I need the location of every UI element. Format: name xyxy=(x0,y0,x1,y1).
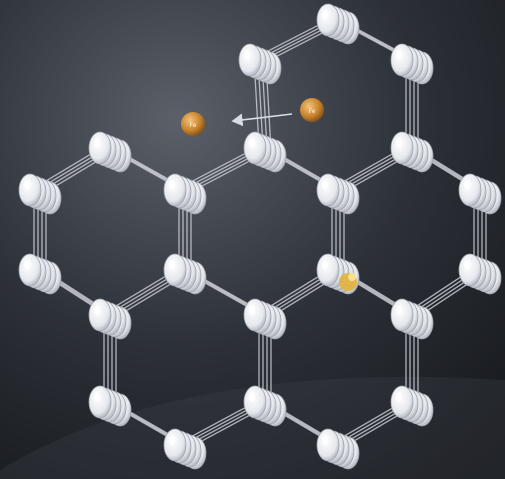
atom-disc xyxy=(390,43,414,77)
fe-atom-left: Fe xyxy=(181,112,205,136)
atom-disc-highlight xyxy=(169,435,175,445)
atom-disc xyxy=(316,253,340,287)
fe-atom-label: Fe xyxy=(309,108,316,115)
atom-disc-highlight xyxy=(464,260,470,270)
atom-disc-highlight xyxy=(249,305,255,315)
carbon-atom-stack xyxy=(243,385,287,427)
atom-disc-highlight xyxy=(244,50,250,60)
atom-disc xyxy=(88,385,112,419)
atom-disc xyxy=(243,385,267,419)
carbon-atom-stack xyxy=(88,131,132,173)
atom-disc xyxy=(316,428,340,462)
carbon-atom-stack xyxy=(238,43,282,85)
carbon-atom-stack xyxy=(18,173,62,215)
carbon-atom-stack xyxy=(458,253,502,295)
fe-atom-sphere xyxy=(181,112,205,136)
atom-disc xyxy=(238,43,262,77)
atom-disc-highlight xyxy=(249,392,255,402)
carbon-atom-stack xyxy=(163,428,207,470)
carbon-atom-stack xyxy=(163,173,207,215)
carbon-atom-stack xyxy=(163,253,207,295)
carbon-atom-stack xyxy=(88,298,132,340)
atom-disc xyxy=(243,298,267,332)
atom-disc-highlight xyxy=(322,435,328,445)
dopant-atom-highlight xyxy=(348,273,356,281)
atom-disc xyxy=(18,173,42,207)
carbon-atom-stack xyxy=(243,131,287,173)
carbon-atom-stack xyxy=(88,385,132,427)
carbon-atom-stack xyxy=(316,173,360,215)
carbon-atom-stack xyxy=(316,3,360,45)
atom-disc xyxy=(390,298,414,332)
atom-disc-highlight xyxy=(396,138,402,148)
atom-disc xyxy=(390,131,414,165)
atom-disc-highlight xyxy=(169,180,175,190)
atom-disc-highlight xyxy=(322,10,328,20)
atom-disc xyxy=(88,131,112,165)
atom-disc xyxy=(243,131,267,165)
carbon-atom-stack xyxy=(390,131,434,173)
fe-atom-label: Fe xyxy=(190,122,197,129)
atom-disc-highlight xyxy=(396,50,402,60)
carbon-atom-stack xyxy=(18,253,62,295)
atom-disc-highlight xyxy=(24,260,30,270)
atom-disc xyxy=(163,173,187,207)
atom-disc-highlight xyxy=(94,305,100,315)
carbon-atom-stack xyxy=(458,173,502,215)
carbon-atom-stacks xyxy=(18,3,502,470)
atom-disc-highlight xyxy=(169,260,175,270)
atom-disc-highlight xyxy=(249,138,255,148)
carbon-atom-stack xyxy=(390,385,434,427)
atom-disc xyxy=(316,3,340,37)
carbon-atom-stack xyxy=(390,43,434,85)
atom-disc-highlight xyxy=(322,260,328,270)
atom-disc xyxy=(458,253,482,287)
atom-disc-highlight xyxy=(24,180,30,190)
atom-disc xyxy=(458,173,482,207)
fe-atom-right: Fe xyxy=(300,98,324,122)
atom-disc xyxy=(163,428,187,462)
atom-disc-highlight xyxy=(94,392,100,402)
atom-disc-highlight xyxy=(464,180,470,190)
light-sweep xyxy=(0,376,505,479)
atom-disc-highlight xyxy=(94,138,100,148)
atom-disc xyxy=(316,173,340,207)
atom-disc xyxy=(18,253,42,287)
fe-atom-sphere xyxy=(300,98,324,122)
atom-disc xyxy=(163,253,187,287)
carbon-atom-stack xyxy=(316,428,360,470)
atom-disc xyxy=(88,298,112,332)
dopant-site xyxy=(339,273,357,291)
atom-disc xyxy=(390,385,414,419)
atom-disc-highlight xyxy=(396,392,402,402)
atom-disc-highlight xyxy=(396,305,402,315)
carbon-atom-stack xyxy=(390,298,434,340)
carbon-atom-stack xyxy=(243,298,287,340)
migration-arrow xyxy=(231,113,293,127)
atom-disc-highlight xyxy=(322,180,328,190)
